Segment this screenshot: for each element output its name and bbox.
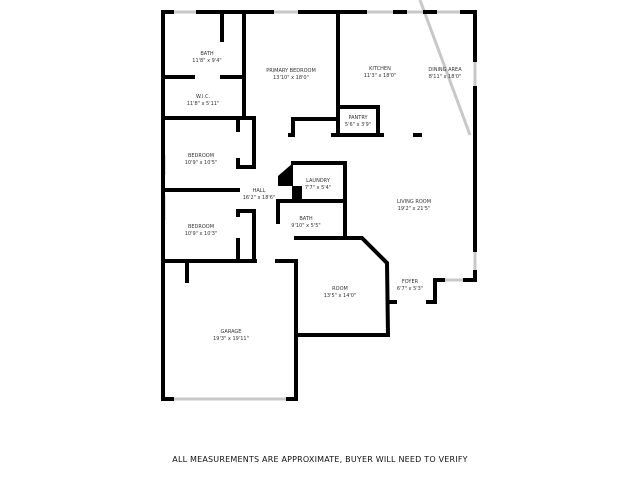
room-size: 11'8" x 9'4" xyxy=(192,58,221,64)
room-name: BEDROOM xyxy=(188,153,214,159)
windows xyxy=(162,0,477,401)
room-name: PANTRY xyxy=(348,115,368,121)
disclaimer-text: ALL MEASUREMENTS ARE APPROXIMATE, BUYER … xyxy=(172,455,468,464)
room-size: 10'9" x 10'3" xyxy=(185,231,218,237)
room-size: 7'7" x 5'4" xyxy=(305,185,331,191)
room-size: 8'11" x 18'0" xyxy=(429,74,462,80)
room-name: W.I.C. xyxy=(196,94,211,100)
room-name: GARAGE xyxy=(221,329,242,335)
stair-block xyxy=(292,186,302,200)
room-name: ROOM xyxy=(332,286,348,292)
room-size: 9'10" x 5'5" xyxy=(291,223,320,229)
room-name: LIVING ROOM xyxy=(397,199,431,205)
room-name: LAUNDRY xyxy=(306,178,331,184)
room-size: 11'8" x 5'11" xyxy=(187,101,220,107)
room-size: 16'2" x 18'6" xyxy=(243,195,276,201)
room-name: BATH xyxy=(299,216,313,222)
room-size: 13'5" x 14'0" xyxy=(324,293,357,299)
room-size: 19'2" x 21'5" xyxy=(398,206,431,212)
room-size: 10'9" x 10'5" xyxy=(185,160,218,166)
walls xyxy=(161,10,477,401)
room-name: FOYER xyxy=(402,279,419,285)
room-size: 19'3" x 19'11" xyxy=(213,336,249,342)
room-name: HALL xyxy=(253,188,266,194)
room-name: DINING AREA xyxy=(428,67,462,73)
room-size: 6'7" x 5'3" xyxy=(397,286,423,292)
room-name: KITCHEN xyxy=(369,66,391,72)
room-size: 11'3" x 18'0" xyxy=(364,73,397,79)
room-name: PRIMARY BEDROOM xyxy=(266,68,316,74)
stair-block xyxy=(278,163,293,186)
room-size: 5'6" x 3'9" xyxy=(345,122,371,128)
room-size: 13'10" x 18'0" xyxy=(273,75,309,81)
room-labels: BATH 11'8" x 9'4" W.I.C. 11'8" x 5'11" P… xyxy=(185,51,462,342)
room-name: BATH xyxy=(200,51,214,57)
room-name: BEDROOM xyxy=(188,224,214,230)
